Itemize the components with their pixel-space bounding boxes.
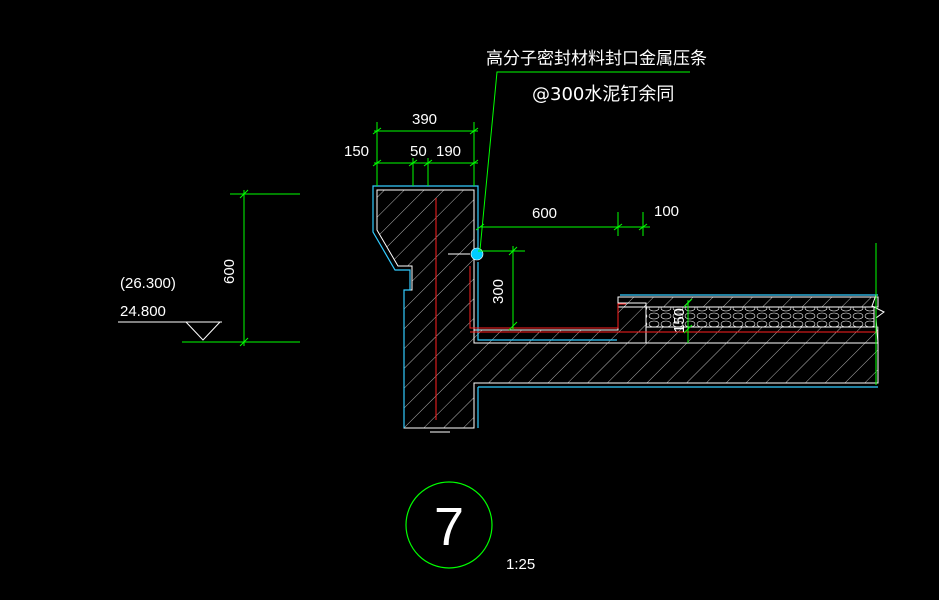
gutter-dimensions: 600 100 <box>475 203 679 236</box>
rebar-lines <box>435 198 878 420</box>
dim-190: 190 <box>436 143 461 160</box>
inner-finish-line <box>477 262 617 341</box>
detail-scale: 1:25 <box>506 556 535 573</box>
concrete-section <box>376 189 879 429</box>
leader-text-line1: 高分子密封材料封口金属压条 <box>486 49 707 69</box>
elevation-upper: (26.300) <box>120 275 176 292</box>
roof-cover-layer <box>617 296 879 308</box>
dim-600-vertical: 600 <box>221 259 238 284</box>
outer-finish-line <box>372 185 479 428</box>
dim-150-top: 150 <box>344 143 369 160</box>
membrane-line <box>469 266 626 329</box>
elevation-marker: (26.300) 24.800 <box>118 275 222 341</box>
detail-number: 7 <box>434 497 464 557</box>
break-line-right <box>871 294 885 344</box>
drip-dimension: 300 <box>478 246 525 331</box>
metal-strip-marker-icon <box>470 247 484 261</box>
top-dimensions: 390 150 50 190 <box>344 111 479 186</box>
elevation-dimension: 600 <box>182 189 300 347</box>
elevation-lower: 24.800 <box>120 303 166 320</box>
cover-dimension: 150 <box>671 298 693 343</box>
leader-text-line2: @300水泥钉余同 <box>532 84 674 105</box>
detail-circle <box>405 481 493 569</box>
dim-150-vertical: 150 <box>671 308 688 333</box>
dim-100: 100 <box>654 203 679 220</box>
finish-outline <box>372 185 878 428</box>
detail-marker: 7 1:25 <box>405 481 535 573</box>
leader-annotation: 高分子密封材料封口金属压条 @300水泥钉余同 <box>479 49 707 251</box>
dim-300: 300 <box>490 279 507 304</box>
dim-50: 50 <box>410 143 427 160</box>
dim-600-horizontal: 600 <box>532 205 557 222</box>
screed-layer <box>645 326 879 344</box>
leader-line <box>479 71 690 251</box>
slab-step-fill <box>473 302 647 344</box>
dim-390: 390 <box>412 111 437 128</box>
elevation-triangle-icon <box>185 321 221 341</box>
